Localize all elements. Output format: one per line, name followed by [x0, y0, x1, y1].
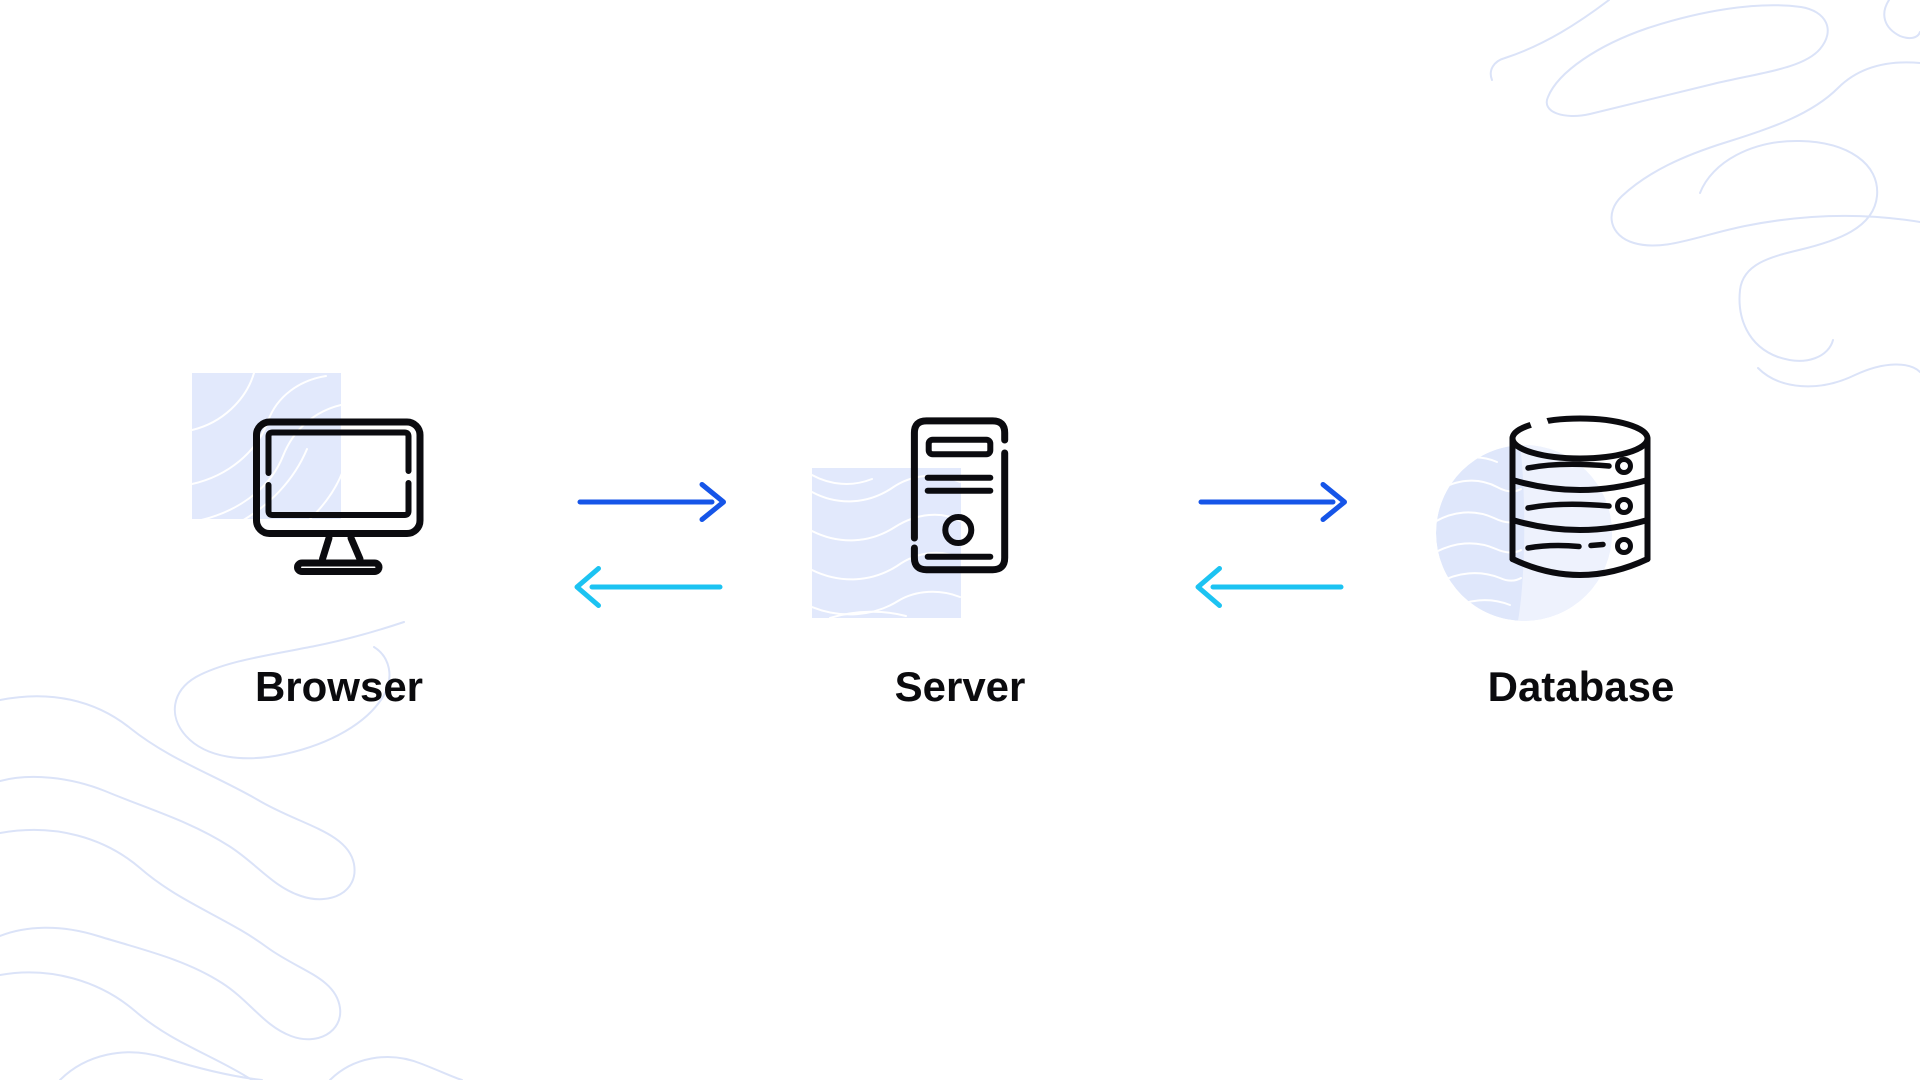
arrow-browser-to-server	[577, 482, 726, 522]
database-disk-line-3	[1525, 542, 1582, 551]
database-disk-led-3	[1615, 537, 1633, 555]
monitor-screen-bottom	[265, 480, 412, 518]
monitor-stand-left	[319, 534, 333, 563]
browser-label: Browser	[254, 663, 424, 710]
database-divider-2	[1509, 517, 1651, 533]
arrow-server-to-browser-line	[574, 566, 723, 608]
server-tower-icon	[910, 417, 1009, 574]
arrow-database-to-server	[1195, 566, 1344, 608]
database-bottom-curve	[1509, 556, 1651, 578]
database-disk-led-2	[1615, 497, 1633, 515]
database-disk-line-2	[1525, 501, 1612, 511]
monitor-stand-right	[347, 534, 364, 563]
server-power-button	[942, 514, 975, 546]
database-disk-line-3-dash	[1588, 541, 1606, 549]
arrow-browser-to-server-line	[577, 482, 726, 522]
database-disk-led-1	[1615, 457, 1633, 475]
arrow-server-to-browser	[574, 566, 723, 608]
database-label: Database	[1487, 663, 1675, 710]
monitor-icon	[253, 418, 424, 575]
database-highlight-circle	[1436, 445, 1612, 621]
database-top-ellipse-gap	[1529, 415, 1549, 430]
arrow-server-to-database	[1198, 482, 1347, 522]
server-label: Server	[894, 663, 1026, 710]
server-case-upper	[910, 417, 1009, 542]
monitor-frame	[253, 418, 424, 537]
database-cylinder-icon	[1509, 415, 1651, 578]
arrow-server-to-database-line	[1198, 482, 1347, 522]
background-squiggle-bottom-left-decoration	[0, 621, 463, 1080]
arrow-database-to-server-line	[1195, 566, 1344, 608]
monitor-screen-top	[265, 429, 412, 476]
background-squiggle-top-right-decoration	[1489, 0, 1920, 388]
server-case-lower	[910, 449, 1009, 574]
server-drive-slot	[925, 436, 994, 458]
monitor-stand-base	[294, 559, 383, 575]
database-disk-line-1	[1525, 461, 1612, 471]
database-divider-1	[1509, 477, 1651, 493]
